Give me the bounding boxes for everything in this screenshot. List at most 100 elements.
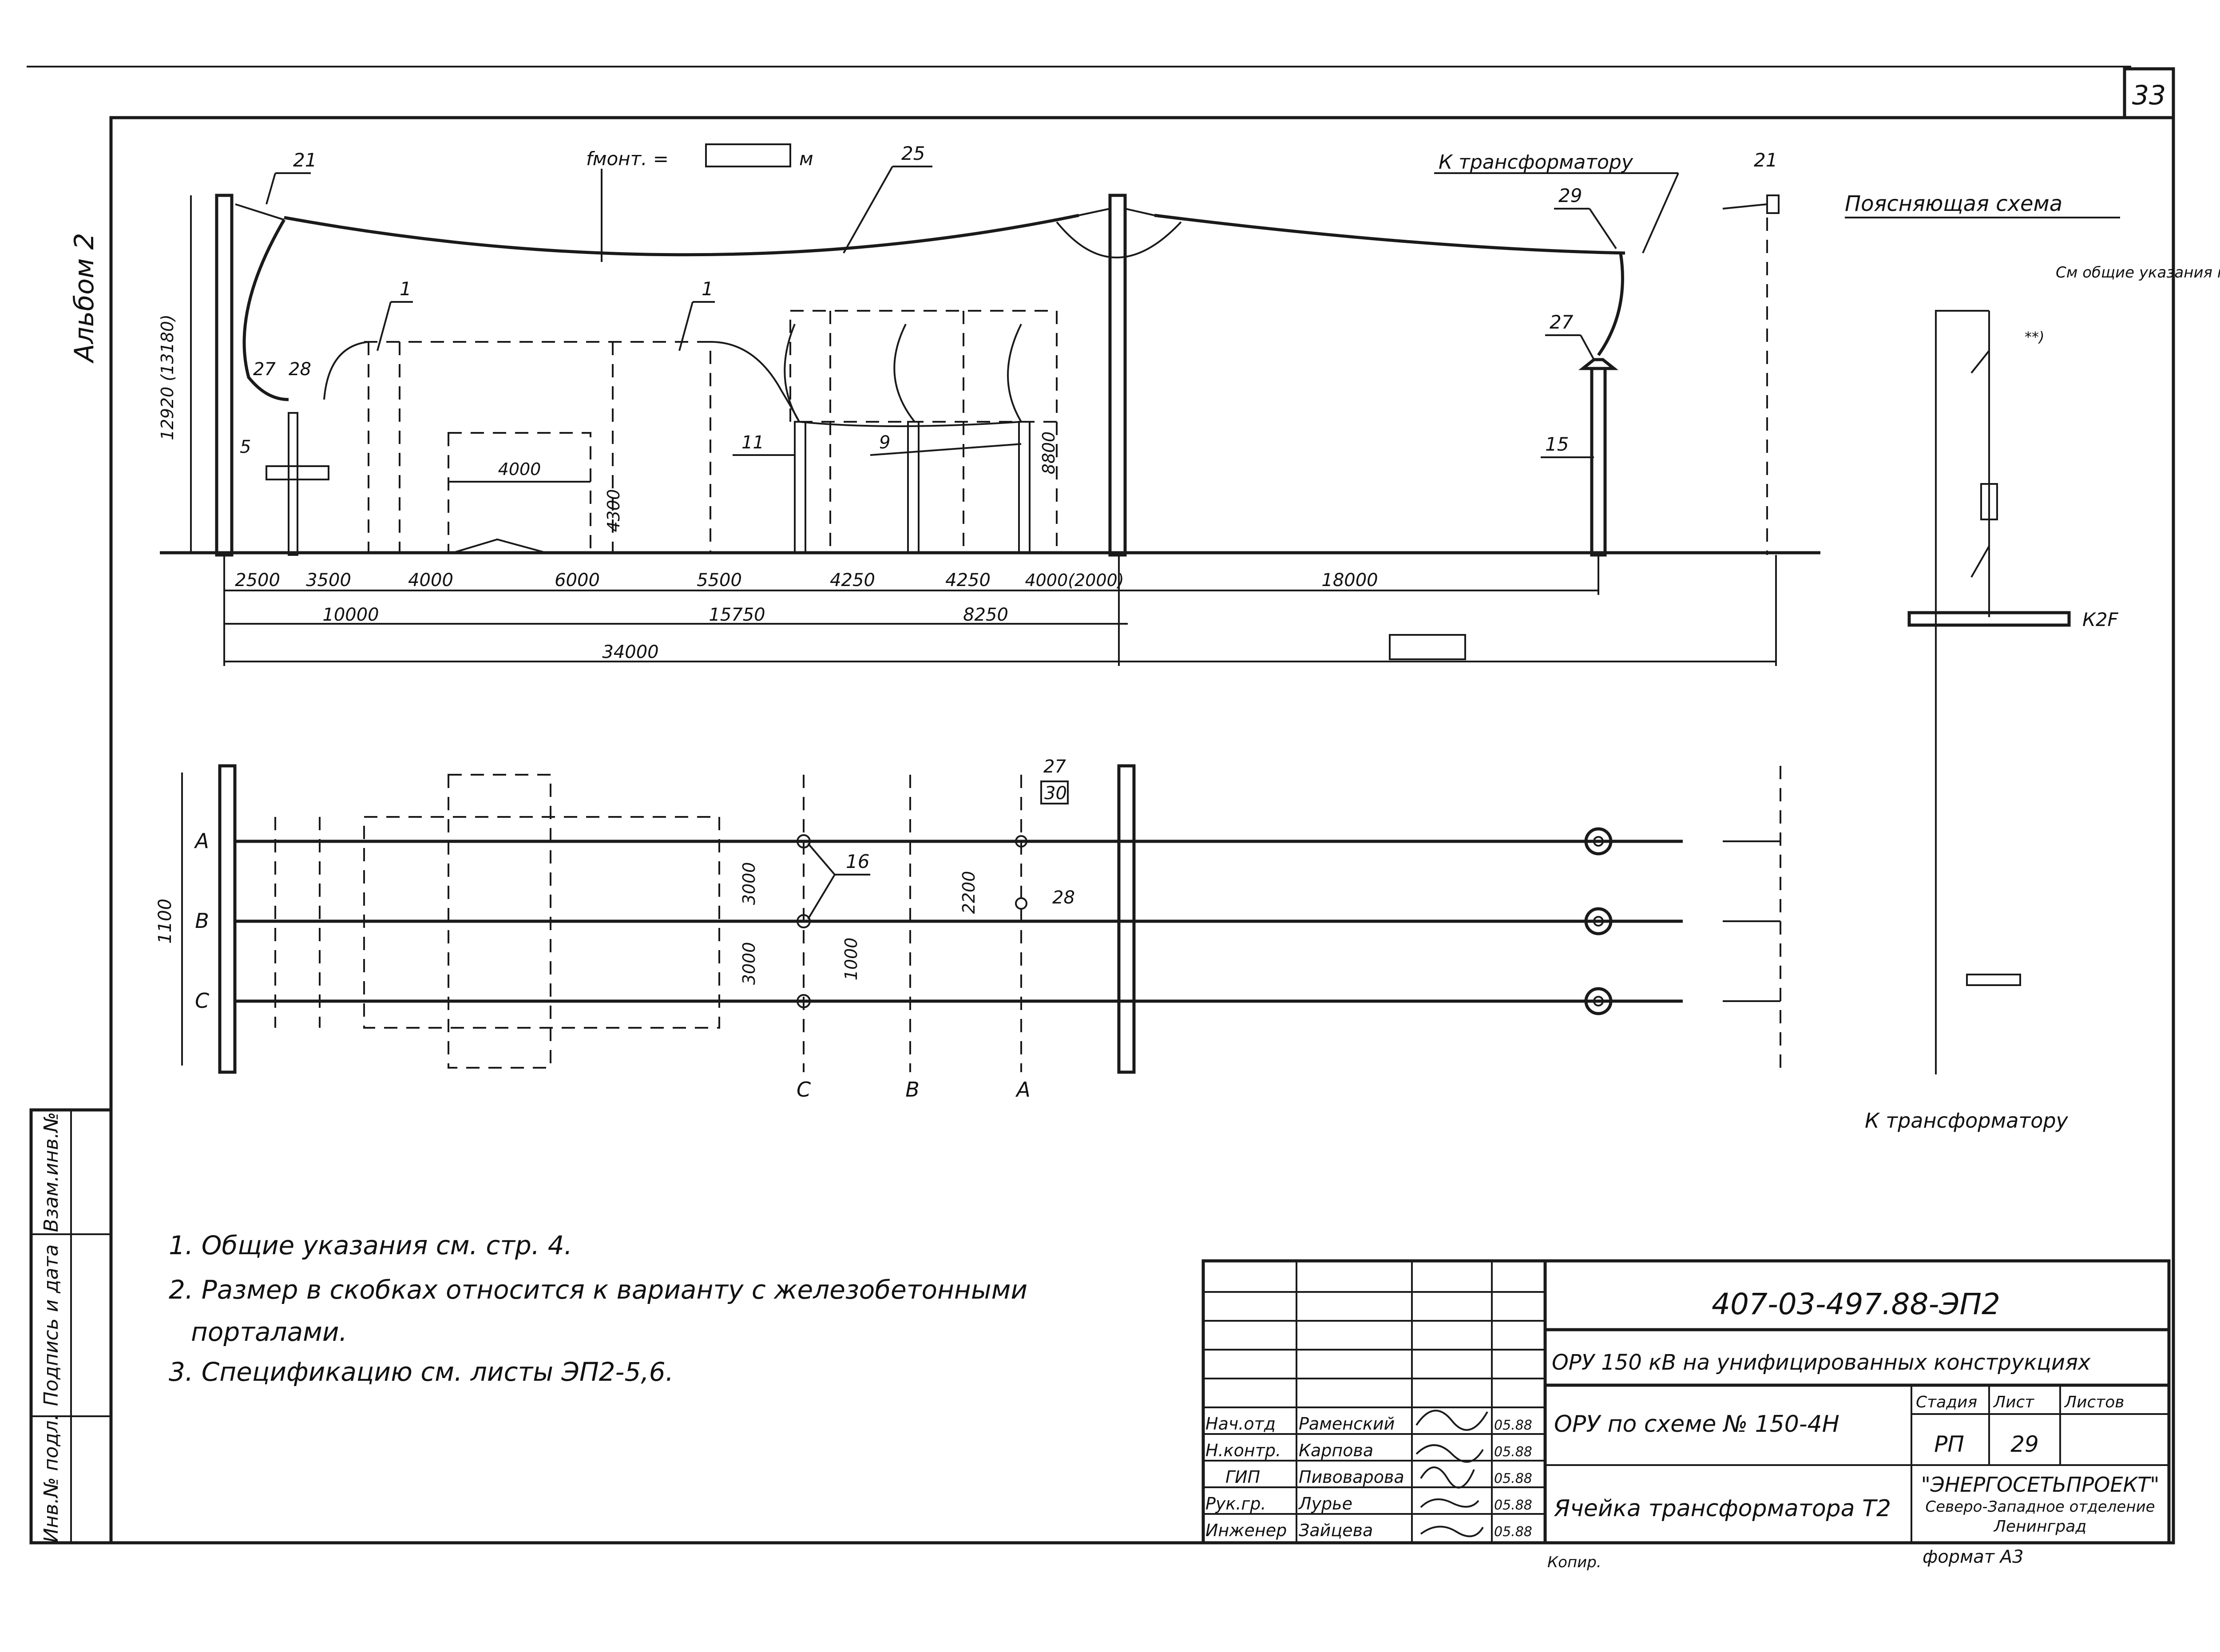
schematic-line	[1935, 310, 1989, 1074]
callout-1-left: 1	[400, 278, 412, 300]
plan-arrester-b	[1584, 907, 1613, 935]
schematic-title: Поясняющая схема	[1845, 191, 2062, 216]
dim-3000-lower: 3000	[739, 942, 759, 985]
schematic-breaker	[1980, 483, 1998, 520]
explanatory-schematic: Поясняющая схема См общие указания п.2 *…	[1845, 191, 2220, 1133]
elevation-view: fмонт. = м К трансформатору 12920 (13180…	[158, 143, 1820, 666]
transformer-outline	[364, 341, 711, 553]
schematic-bottom-label: К трансформатору	[1865, 1109, 2069, 1133]
plan-portal-middle	[1117, 764, 1136, 1074]
page-number-box	[2123, 67, 2175, 119]
copied-label: Копир.	[1547, 1553, 1602, 1571]
sig-name-3: Пивоварова	[1299, 1467, 1404, 1487]
plan-arrester-a	[1584, 827, 1613, 856]
sig-role-1: Нач.отд	[1205, 1414, 1276, 1434]
stage-value: РП	[1934, 1431, 1964, 1457]
sig-name-4: Лурье	[1298, 1494, 1352, 1513]
plan-view: А В С 1100 3000 3000 2200 1000 16 27 30 …	[155, 757, 1781, 1101]
dim-4000-2000: 4000(2000)	[1025, 570, 1124, 590]
title-block: 407-03-497.88-ЭП2 ОРУ 150 кВ на унифицир…	[1201, 1259, 2171, 1571]
callout-9: 9	[879, 432, 890, 453]
callout-29: 29	[1558, 185, 1582, 206]
signature-scribble-1	[1415, 1410, 1488, 1431]
doc-code: 407-03-497.88-ЭП2	[1712, 1287, 2000, 1321]
dim-2200: 2200	[959, 871, 979, 914]
sheets-label: Листов	[2064, 1393, 2124, 1411]
note-2: 2. Размер в скобках относится к варианту…	[169, 1275, 1027, 1305]
schematic-note: См общие указания п.2	[2056, 264, 2220, 281]
stamp-replace: Взам.инв.№	[40, 1112, 63, 1232]
stage-label: Стадия	[1916, 1393, 1977, 1411]
sheet-label: Лист	[1993, 1393, 2034, 1411]
phase-label-b: В	[195, 909, 209, 933]
callout-11: 11	[741, 432, 764, 453]
dim-1000: 1000	[841, 938, 861, 981]
sig-date-2: 05.88	[1494, 1444, 1532, 1460]
dim-18000: 18000	[1321, 570, 1378, 590]
plan-insulator-a	[797, 834, 811, 848]
axis-label-c: С	[797, 1078, 811, 1101]
axis-label-b: В	[905, 1078, 920, 1101]
note-3: 3. Спецификацию см. листы ЭП2-5,6.	[169, 1357, 674, 1387]
sag-label: fмонт. =	[586, 148, 669, 170]
callout-21-right: 21	[1754, 149, 1777, 171]
dim-6000: 6000	[555, 570, 600, 590]
phase-label-c: С	[195, 989, 209, 1013]
height-8800: 8800	[1039, 432, 1058, 475]
equipment-post-3	[1018, 421, 1031, 554]
dim-2500: 2500	[235, 570, 280, 590]
equipment-post-1	[794, 421, 806, 554]
org-city: Ленинград	[1993, 1517, 2086, 1536]
schematic-note-marker: **)	[2025, 329, 2044, 345]
dim-4250a: 4250	[830, 570, 875, 590]
plan-insulator-c	[797, 994, 811, 1008]
plan-width: 1100	[155, 899, 175, 944]
title-project: ОРУ 150 кВ на унифицированных конструкци…	[1552, 1350, 2091, 1375]
schematic-bus-label: К2F	[2082, 609, 2119, 630]
dim-10000: 10000	[322, 605, 379, 625]
callout-5: 5	[240, 437, 251, 457]
sig-date-3: 05.88	[1494, 1471, 1532, 1486]
portal-column-middle	[1108, 194, 1127, 557]
sig-role-4: Рук.гр.	[1205, 1494, 1266, 1513]
trench	[448, 432, 591, 554]
callout-27-right: 27	[1550, 311, 1574, 333]
title-scheme: ОРУ по схеме № 150-4Н	[1554, 1411, 1839, 1438]
jumper-loop	[1056, 221, 1182, 258]
sheet-value: 29	[2010, 1431, 2039, 1457]
strung-bus-right	[1154, 214, 1625, 255]
callout-28: 28	[289, 359, 311, 380]
callout-30: 30	[1044, 783, 1067, 804]
sig-date-1: 05.88	[1494, 1418, 1532, 1433]
schematic-bus	[1907, 611, 2071, 627]
dim-4000-mid: 4000	[498, 460, 541, 479]
stamp-signature: Подпись и дата	[40, 1244, 63, 1406]
portal-column-left	[215, 194, 234, 557]
org-branch: Северо-Западное отделение	[1925, 1498, 2155, 1516]
format-label: формат А3	[1923, 1547, 2024, 1567]
album-label: Альбом 2	[69, 233, 100, 364]
plan-insulator-b	[797, 914, 811, 928]
title-cell: Ячейка трансформатора Т2	[1554, 1495, 1891, 1522]
sig-role-3: ГИП	[1225, 1467, 1260, 1487]
insulator-string-left	[235, 203, 285, 221]
sag-value-box	[705, 143, 791, 167]
page-number: 33	[2132, 80, 2166, 111]
equipment-post-2	[907, 421, 920, 554]
arrester-post-right	[1590, 367, 1607, 557]
callout-25: 25	[901, 143, 925, 164]
callout-21-left: 21	[293, 149, 317, 171]
drop-conductor-right	[1597, 253, 1624, 357]
callout-27-left: 27	[253, 359, 276, 380]
sag-unit: м	[799, 148, 813, 170]
insulator-string-right	[1722, 203, 1768, 210]
dim-4250b: 4250	[945, 570, 991, 590]
drop-conductor-left	[242, 219, 289, 401]
callout-15: 15	[1545, 433, 1569, 455]
strung-bus	[284, 214, 1079, 257]
signature-scribble-4	[1420, 1498, 1479, 1508]
callout-28-plan: 28	[1052, 887, 1075, 908]
axis-label-a: А	[1015, 1078, 1030, 1101]
sig-name-5: Зайцева	[1299, 1521, 1373, 1540]
plan-transformer	[363, 816, 720, 1029]
